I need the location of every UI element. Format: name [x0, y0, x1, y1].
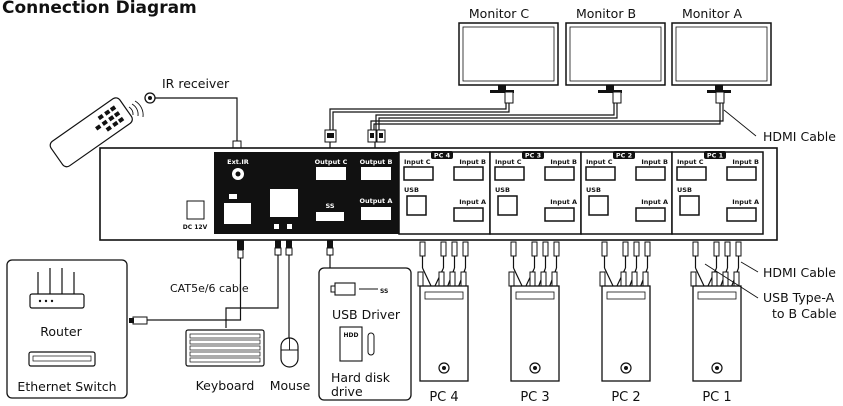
mouse-label: Mouse [270, 378, 311, 393]
pc-4: PC 4 [417, 241, 469, 405]
usb-label: USB [586, 186, 601, 194]
right-callouts: HDMI Cable USB Type-A to B Cable [704, 261, 837, 321]
keyboard-icon [185, 329, 265, 367]
output-a-label: Output A [360, 197, 393, 205]
usb-driver-label: USB Driver [332, 307, 401, 322]
hard-disk-icon: HDD [339, 326, 375, 362]
usb-storage-box: SS USB Driver HDD Hard disk drive [318, 267, 412, 401]
input-c-label: Input C [404, 158, 431, 166]
usb-ss-logo: SS [380, 288, 388, 295]
kvm-switch-unit: DC 12V Ext.IR Output C Output B Output A… [99, 147, 778, 241]
mouse-icon [280, 337, 299, 368]
hard-disk-label-1: Hard disk [331, 370, 391, 385]
pc-port-group-3: PC 3 Input C Input B USB Input A [489, 151, 582, 235]
input-c-label: Input C [495, 158, 522, 166]
monitor-b-label: Monitor B [576, 6, 636, 21]
ethernet-switch-icon [28, 351, 96, 367]
pc-3-cables [508, 241, 560, 289]
ir-remote [49, 97, 144, 168]
input-b-label: Input B [459, 158, 486, 166]
monitor-b: Monitor B [565, 6, 666, 93]
usb-label: USB [404, 186, 419, 194]
ext-ir-label: Ext.IR [227, 158, 249, 166]
pc-1-cables [690, 241, 742, 289]
pc-group-4-label: PC 4 [434, 152, 451, 160]
pc-group-3-label: PC 3 [525, 152, 541, 160]
pc-3: PC 3 [508, 241, 560, 405]
input-c-label: Input C [677, 158, 704, 166]
monitor-a: Monitor A [671, 6, 772, 93]
cat-cable-label: CAT5e/6 cable [170, 282, 249, 295]
monitor-hdmi-cables [324, 103, 724, 152]
input-b-label: Input B [641, 158, 668, 166]
usb-label: USB [495, 186, 510, 194]
hdmi-cable-top-label: HDMI Cable [763, 129, 836, 144]
diagram-title: Connection Diagram [2, 0, 197, 18]
ir-receiver: IR receiver [144, 76, 242, 150]
pc-4-label: PC 4 [429, 390, 458, 405]
hdmi-cable-top-callout: HDMI Cable [723, 109, 836, 144]
monitor-hdmi-plugs [504, 91, 725, 104]
pc-2-cables [599, 241, 651, 289]
pc-3-label: PC 3 [520, 390, 549, 405]
pc-1-label: PC 1 [702, 390, 731, 405]
dc-12v-label: DC 12V [183, 224, 208, 231]
pc-port-group-1: PC 1 Input C Input B USB Input A [671, 151, 764, 235]
output-b-label: Output B [360, 158, 393, 166]
input-b-label: Input B [732, 158, 759, 166]
router-icon [29, 268, 85, 309]
input-a-label: Input A [732, 198, 759, 206]
input-a-label: Input A [641, 198, 668, 206]
output-c-label: Output C [315, 158, 348, 166]
monitor-c-label: Monitor C [469, 6, 529, 21]
monitor-a-label: Monitor A [682, 6, 742, 21]
pc-4-cables [417, 241, 469, 289]
input-a-label: Input A [459, 198, 486, 206]
cat-cable: CAT5e/6 cable [129, 240, 249, 325]
input-b-label: Input B [550, 158, 577, 166]
hard-disk-label-2: drive [331, 384, 363, 399]
pc-port-group-2: PC 2 Input C Input B USB Input A [580, 151, 673, 235]
input-c-label: Input C [586, 158, 613, 166]
input-a-label: Input A [550, 198, 577, 206]
usb-label: USB [677, 186, 692, 194]
ir-receiver-label: IR receiver [162, 76, 230, 91]
network-devices-box: Router Ethernet Switch [6, 259, 128, 399]
usb-cable-label-1: USB Type-A [763, 290, 835, 305]
usb-drive-icon: SS [330, 282, 388, 296]
keyboard-label: Keyboard [196, 378, 255, 393]
router-label: Router [40, 324, 82, 339]
usb-storage-cable [326, 240, 334, 268]
usb-cable-label-2: to B Cable [772, 306, 837, 321]
ethernet-switch-label: Ethernet Switch [17, 379, 116, 394]
pc-1: PC 1 [690, 241, 742, 405]
pc-2-label: PC 2 [611, 390, 640, 405]
hdmi-cable-right-label: HDMI Cable [763, 265, 836, 280]
pc-2: PC 2 [599, 241, 651, 405]
pc-group-2-label: PC 2 [616, 152, 632, 160]
usb-ss-panel-label: SS [325, 202, 334, 210]
monitor-c: Monitor C [458, 6, 559, 93]
pc-group-1-label: PC 1 [707, 152, 724, 160]
pc-port-group-4: PC 4 Input C Input B USB Input A [398, 151, 491, 235]
keyboard-mouse-cables [225, 240, 293, 338]
hdd-tag: HDD [344, 332, 359, 339]
